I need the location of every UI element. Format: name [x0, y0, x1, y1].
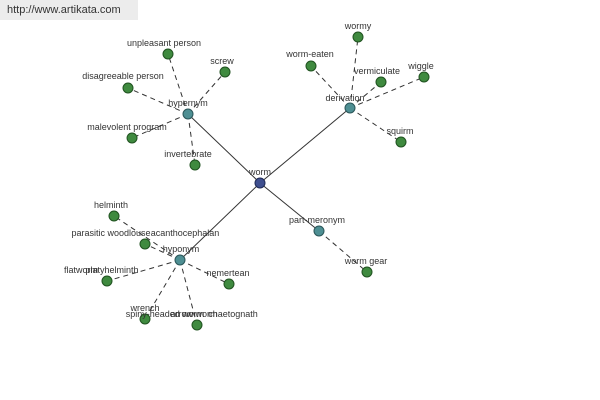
node-flatworm[interactable]	[101, 275, 113, 287]
label-screw: screw	[210, 56, 234, 66]
edge-derivation-squirm	[349, 107, 402, 143]
node-wrench[interactable]	[139, 313, 151, 325]
label-arrow-worm: arrow worm	[170, 309, 217, 319]
label-nemertean: nemertean	[206, 268, 249, 278]
node-hypernym[interactable]	[182, 108, 194, 120]
node-screw[interactable]	[219, 66, 231, 78]
edge-hypernym-disagreeable-person	[127, 87, 189, 115]
edge-hyponym-flatworm	[106, 259, 181, 282]
edge-hyponym-helminth	[113, 215, 181, 261]
node-derivation[interactable]	[344, 102, 356, 114]
node-hyponym[interactable]	[174, 254, 186, 266]
node-wiggle[interactable]	[418, 71, 430, 83]
label-acanthocephalan: acanthocephalan	[151, 228, 220, 238]
label-spiny-headed-worm: spiny-headed worm	[126, 309, 205, 319]
label-worm-gear: worm gear	[344, 256, 388, 266]
edge-hyponym-nemertean	[179, 259, 230, 285]
edge-derivation-wormy	[349, 36, 359, 109]
url-banner: http://www.artikata.com	[0, 0, 138, 20]
node-disagreeable-person[interactable]	[122, 82, 134, 94]
edge-hypernym-malevolent-program	[131, 113, 189, 139]
label-chaetognath: chaetognath	[208, 309, 258, 319]
node-worm-eaten[interactable]	[305, 60, 317, 72]
edge-derivation-vermiculate	[349, 81, 382, 109]
node-nemertean[interactable]	[223, 278, 235, 290]
label-hypernym: hypernym	[168, 98, 208, 108]
edge-worm-derivation	[259, 107, 351, 184]
label-derivation: derivation	[325, 93, 364, 103]
label-wrench: wrench	[129, 303, 159, 313]
edge-hyponym-wrench	[144, 259, 181, 320]
node-part-meronym[interactable]	[313, 225, 325, 237]
edge-worm-hypernym	[187, 113, 261, 184]
node-parasitic-woodlouse[interactable]	[139, 238, 151, 250]
node-helminth[interactable]	[108, 210, 120, 222]
edge-part-meronym-worm-gear	[318, 230, 368, 273]
node-arrow-worm[interactable]	[191, 319, 203, 331]
label-malevolent-program: malevolent program	[87, 122, 167, 132]
node-wormy[interactable]	[352, 31, 364, 43]
node-worm[interactable]	[254, 177, 266, 189]
label-wiggle: wiggle	[407, 61, 434, 71]
labels: worm hypernym unpleasant person screw disagr…	[64, 21, 434, 319]
node-unpleasant-person[interactable]	[162, 48, 174, 60]
label-vermiculate: vermiculate	[354, 66, 400, 76]
edge-hyponym-parasitic-woodlouse	[144, 243, 181, 261]
edges	[106, 36, 425, 326]
label-unpleasant-person: unpleasant person	[127, 38, 201, 48]
label-disagreeable-person: disagreeable person	[82, 71, 164, 81]
edge-worm-part-meronym	[259, 182, 320, 232]
edge-derivation-worm-eaten	[310, 65, 351, 109]
label-worm: worm	[248, 167, 271, 177]
edge-derivation-wiggle	[349, 76, 425, 109]
label-part-meronym: part-meronym	[289, 215, 345, 225]
node-squirm[interactable]	[395, 136, 407, 148]
edge-hypernym-unpleasant-person	[167, 53, 189, 115]
label-worm-eaten: worm-eaten	[285, 49, 334, 59]
label-helminth: helminth	[94, 200, 128, 210]
url-text[interactable]: http://www.artikata.com	[7, 4, 121, 16]
nodes	[101, 31, 430, 331]
label-parasitic-woodlouse: parasitic woodlouse	[71, 228, 150, 238]
label-invertebrate: invertebrate	[164, 149, 212, 159]
edge-hypernym-screw	[187, 71, 226, 115]
node-vermiculate[interactable]	[375, 76, 387, 88]
edge-worm-hyponym	[179, 182, 261, 261]
label-squirm: squirm	[386, 126, 413, 136]
node-malevolent-program[interactable]	[126, 132, 138, 144]
node-worm-gear[interactable]	[361, 266, 373, 278]
label-hyponym: hyponym	[163, 244, 200, 254]
edge-hyponym-arrow-worm	[179, 259, 198, 326]
node-invertebrate[interactable]	[189, 159, 201, 171]
label-wormy: wormy	[344, 21, 372, 31]
label-platyhelminth: platyhelminth	[85, 265, 138, 275]
label-flatworm: flatworm	[64, 265, 98, 275]
